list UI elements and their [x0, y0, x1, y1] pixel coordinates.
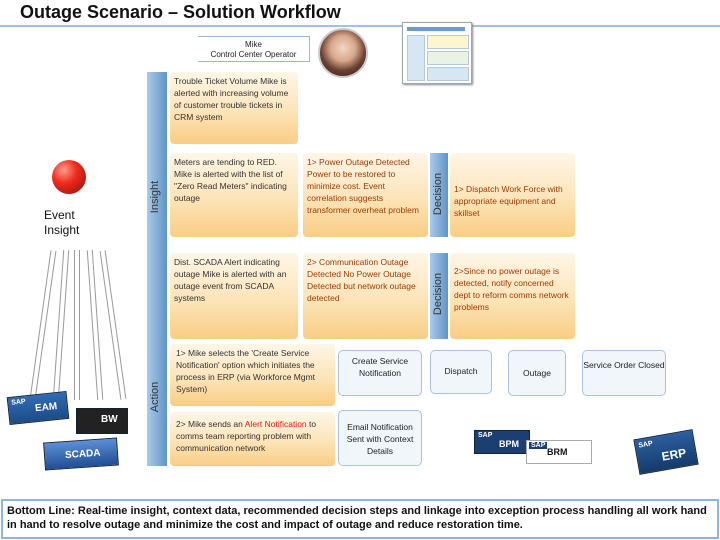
create-service-notification-step: Create Service Notification	[338, 350, 422, 396]
trouble-ticket-card: Trouble Ticket Volume Mike is alerted wi…	[170, 72, 298, 144]
insight-lane-bar	[147, 72, 167, 342]
power-outage-card: 1> Power Outage Detected Power to be res…	[303, 153, 428, 237]
persona-name: Mike	[245, 40, 262, 49]
decision-lane-label-1: Decision	[432, 172, 444, 216]
eam-logo: SAP EAM	[6, 390, 70, 426]
erp-logo: SAP ERP	[633, 429, 699, 475]
flow-arrow-3	[74, 250, 80, 400]
no-power-card: 2>Since no power outage is detected, not…	[450, 253, 575, 339]
alert-notification-action-card: 2> Mike sends an Alert Notification to c…	[170, 412, 335, 466]
action-lane-label: Action	[149, 381, 161, 413]
action-lane-bar	[147, 342, 167, 466]
flow-arrow-4	[86, 249, 104, 401]
meters-card: Meters are tending to RED. Mike is alert…	[170, 153, 298, 237]
scada-alert-card: Dist. SCADA Alert indicating outage Mike…	[170, 253, 298, 339]
dispatch-workforce-card: 1> Dispatch Work Force with appropriate …	[450, 153, 575, 237]
decision-lane-bar-1	[430, 153, 448, 237]
outage-step: Outage	[508, 350, 566, 396]
alert-indicator-icon	[52, 160, 86, 194]
bottom-line-summary: Bottom Line: Real-time insight, context …	[1, 499, 719, 539]
create-notification-action-card: 1> Mike selects the 'Create Service Noti…	[170, 344, 335, 406]
dashboard-screenshot-icon	[402, 22, 472, 84]
brm-logo: SAP BRM	[526, 440, 592, 464]
bw-logo: BW	[76, 408, 128, 434]
event-insight-label: Event Insight	[44, 208, 80, 237]
persona-label: Mike Control Center Operator	[198, 36, 310, 62]
flow-arrow-2	[52, 249, 70, 401]
service-order-closed-step: Service Order Closed	[582, 350, 666, 396]
decision-lane-bar-2	[430, 253, 448, 339]
flow-arrow-5	[99, 250, 127, 400]
dispatch-step: Dispatch	[430, 350, 492, 394]
insight-lane-label: Insight	[149, 180, 161, 214]
scada-logo: SCADA	[43, 437, 119, 471]
title-divider	[0, 25, 720, 27]
email-notification-step: Email Notification Sent with Context Det…	[338, 410, 422, 466]
operator-avatar	[318, 28, 368, 78]
comm-outage-card: 2> Communication Outage Detected No Powe…	[303, 253, 428, 339]
bpm-logo: SAP BPM	[474, 430, 530, 454]
flow-arrow-1	[29, 250, 57, 400]
page-title: Outage Scenario – Solution Workflow	[20, 2, 341, 22]
decision-lane-label-2: Decision	[432, 272, 444, 316]
persona-role: Control Center Operator	[210, 50, 297, 59]
